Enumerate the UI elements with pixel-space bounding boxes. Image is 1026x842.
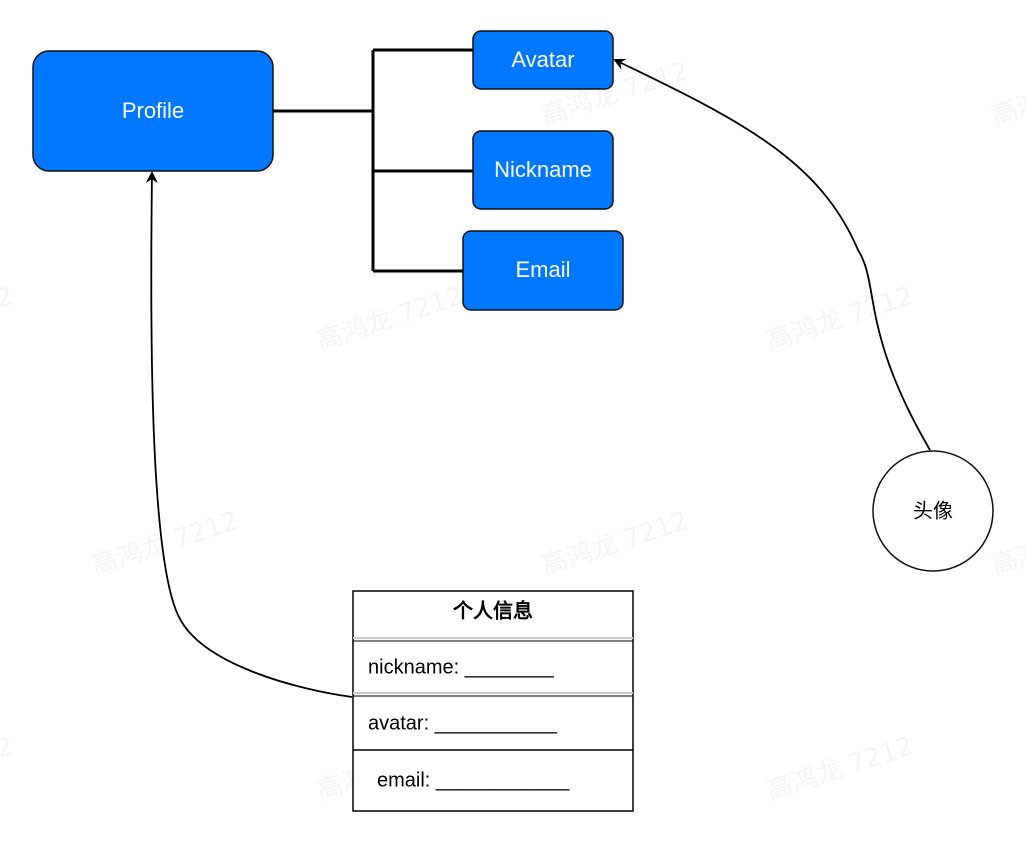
email-node[interactable]: Email [462, 230, 624, 311]
avatar-circle-node[interactable]: 头像 [872, 450, 994, 572]
form-row-nickname[interactable]: nickname: ________ [368, 656, 555, 678]
arrow-circle-to-avatar [613, 58, 931, 451]
watermark: 高鸿龙 7212 [0, 731, 17, 807]
profile-node[interactable]: Profile [32, 50, 274, 172]
avatar-node[interactable]: Avatar [472, 30, 614, 90]
nickname-node[interactable]: Nickname [472, 130, 614, 210]
watermark: 高鸿龙 7212 [763, 281, 917, 357]
watermark: 高鸿龙 7212 [988, 506, 1026, 582]
form-title: 个人信息 [452, 598, 533, 622]
nickname-label: Nickname [494, 157, 592, 182]
avatar-label: Avatar [511, 47, 574, 72]
watermark: 高鸿龙 7212 [763, 731, 917, 807]
avatar-circle-label: 头像 [913, 499, 953, 522]
watermark: 高鸿龙 7212 [0, 281, 17, 357]
tree-connectors [273, 48, 473, 273]
profile-form-table: 个人信息 nickname: ________ avatar: ________… [352, 590, 634, 812]
form-row-email[interactable]: email: ____________ [377, 769, 570, 791]
profile-label: Profile [122, 98, 184, 123]
watermark: 高鸿龙 7212 [988, 56, 1026, 132]
email-label: Email [515, 257, 570, 282]
arrow-form-to-profile [145, 171, 353, 698]
watermark: 高鸿龙 7212 [313, 281, 467, 357]
form-frame [352, 590, 634, 812]
form-row-avatar[interactable]: avatar: ___________ [368, 712, 558, 734]
watermark: 高鸿龙 7212 [538, 506, 692, 582]
